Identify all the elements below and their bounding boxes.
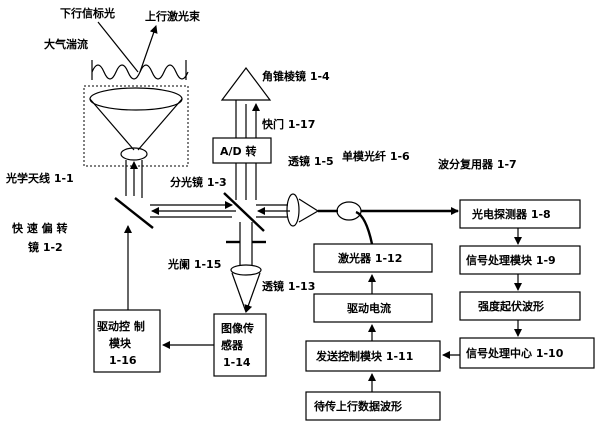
signal-center-label: 信号处理中心 1-10	[466, 346, 564, 360]
corner-cube-label: 角锥棱镜 1-4	[262, 69, 330, 83]
drive-control-line2: 模块	[109, 336, 132, 350]
image-sensor-line3: 1-14	[223, 356, 251, 369]
photodetector-label: 光电探测器 1-8	[471, 207, 551, 221]
antenna-enclosure	[84, 86, 188, 166]
intensity-wave-label: 强度起伏波形	[478, 299, 544, 313]
drive-control-line3: 1-16	[109, 354, 137, 367]
converge-right	[246, 273, 260, 312]
atmos-turbulence-label: 大气湍流	[44, 37, 88, 51]
downlink-beacon-label: 下行信标光	[60, 6, 115, 20]
lens-1-5	[287, 194, 299, 226]
antenna-primary-lens	[90, 88, 182, 110]
fast-steering-label-1: 快 速 偏 转	[11, 221, 68, 235]
beam-splitter	[224, 193, 264, 231]
wdm-label: 波分复用器 1-7	[438, 157, 517, 171]
shutter-label: 快门 1-17	[261, 117, 315, 131]
lens-1-13-label: 透镜 1-13	[262, 279, 315, 293]
signal-proc-module-label: 信号处理模块 1-9	[466, 253, 556, 267]
turbulence-wave	[92, 65, 188, 79]
optical-antenna-label: 光学天线 1-1	[5, 171, 74, 185]
aperture-label: 光阑 1-15	[167, 257, 221, 271]
beam-splitter-label: 分光镜 1-3	[170, 175, 227, 189]
converge-left	[232, 273, 246, 312]
focus-line-bottom	[299, 211, 318, 222]
wdm-coupler	[337, 202, 361, 220]
laser-label: 激光器 1-12	[338, 251, 402, 265]
lens-1-13	[231, 265, 261, 275]
fast-steering-mirror	[115, 198, 153, 228]
uplink-waveform-label: 待传上行数据波形	[313, 399, 402, 413]
drive-current-label: 驱动电流	[347, 301, 391, 315]
single-mode-fiber-label: 单模光纤 1-6	[342, 149, 410, 163]
drive-control-line1: 驱动控 制	[97, 319, 145, 333]
lens-1-5-label: 透镜 1-5	[288, 154, 334, 168]
uplink-laser-label: 上行激光束	[145, 9, 201, 23]
downlink-beam-line	[98, 22, 138, 72]
image-sensor-line1: 图像传	[221, 321, 254, 335]
send-control-label: 发送控制模块 1-11	[315, 349, 413, 363]
focus-line-top	[299, 199, 318, 211]
antenna-cone-right	[138, 99, 182, 150]
antenna-cone-left	[90, 99, 134, 150]
image-sensor-line2: 感器	[221, 338, 244, 352]
ad-converter-label: A/D 转	[220, 144, 257, 158]
fast-steering-label-2: 镜 1-2	[28, 240, 63, 254]
